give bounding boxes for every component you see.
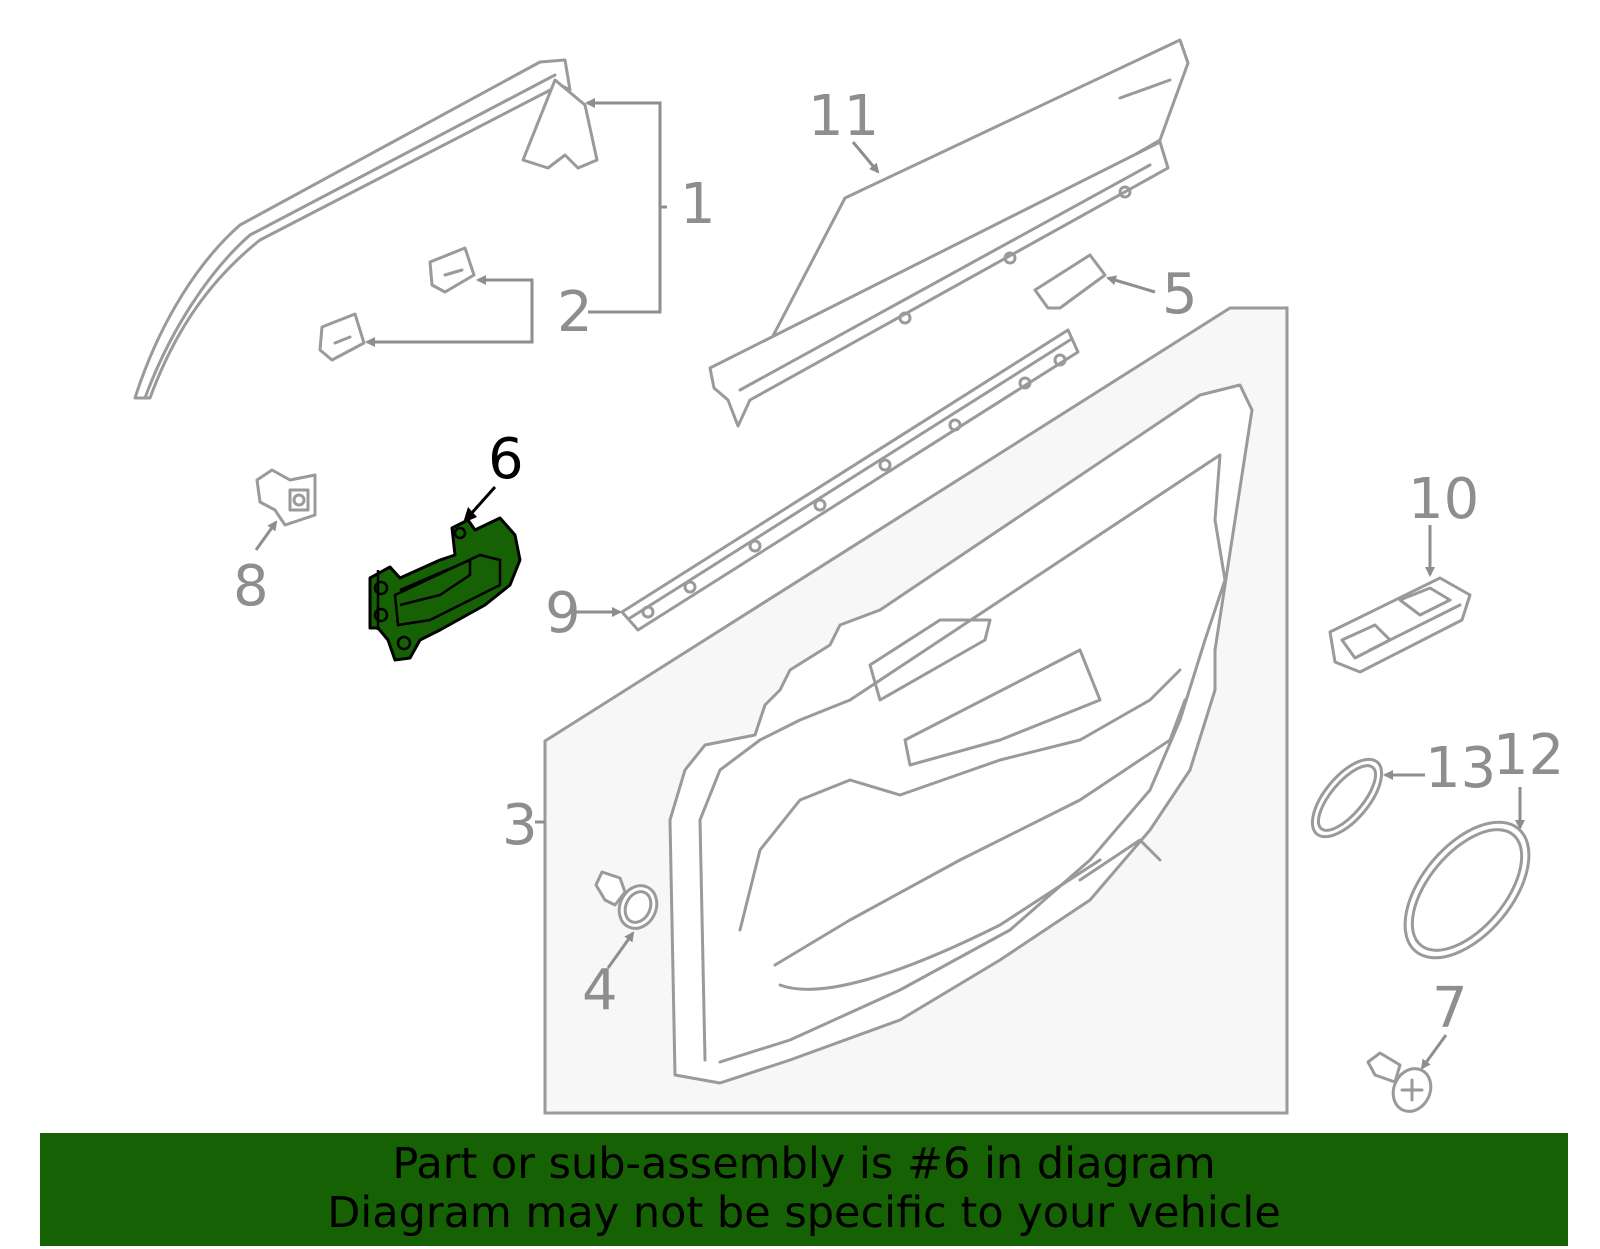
callout-12: 12 [1493, 723, 1564, 788]
banner-line-1: Part or sub-assembly is #6 in diagram [392, 1139, 1216, 1189]
callout-7: 7 [1432, 976, 1468, 1041]
part-7-screw[interactable] [1366, 1051, 1438, 1118]
callout-5: 5 [1162, 262, 1198, 327]
part-11-door-glass[interactable] [708, 38, 1190, 428]
callout-13: 13 [1425, 736, 1496, 801]
leader-5 [1106, 275, 1156, 294]
part-4-clip[interactable] [594, 870, 664, 935]
part-8-bracket[interactable] [255, 468, 317, 527]
part-12-speaker-grille[interactable] [1381, 800, 1553, 980]
info-banner: Part or sub-assembly is #6 in diagram Di… [40, 1133, 1568, 1246]
part-6-inside-handle[interactable] [368, 516, 522, 662]
leader-7 [1420, 1034, 1448, 1070]
callout-9: 9 [545, 581, 581, 646]
callout-2: 2 [557, 280, 593, 345]
callout-1: 1 [680, 172, 716, 237]
leader-8 [254, 520, 278, 551]
callout-6: 6 [488, 427, 524, 492]
leader-6 [468, 486, 497, 516]
part-5-trim-piece[interactable] [1033, 253, 1107, 310]
callout-10: 10 [1408, 467, 1479, 532]
part-1-frame-moulding[interactable] [133, 58, 599, 400]
part-3-door-trim-panel[interactable] [543, 306, 1289, 1115]
callout-4: 4 [582, 958, 618, 1023]
leader-1 [585, 98, 667, 314]
leader-2 [365, 275, 534, 347]
part-13-tweeter-cover[interactable] [1300, 748, 1394, 848]
leader-6-arrowhead [463, 507, 477, 523]
part-10-window-switch[interactable] [1328, 576, 1472, 674]
callout-11: 11 [808, 84, 879, 149]
part-2-clips[interactable] [318, 246, 476, 362]
leader-11 [851, 141, 880, 174]
callout-3: 3 [502, 793, 538, 858]
banner-line-2: Diagram may not be specific to your vehi… [327, 1188, 1281, 1238]
part-9-beltline-strip[interactable] [620, 328, 1080, 632]
callout-8: 8 [233, 554, 269, 619]
leader-4 [606, 931, 635, 969]
